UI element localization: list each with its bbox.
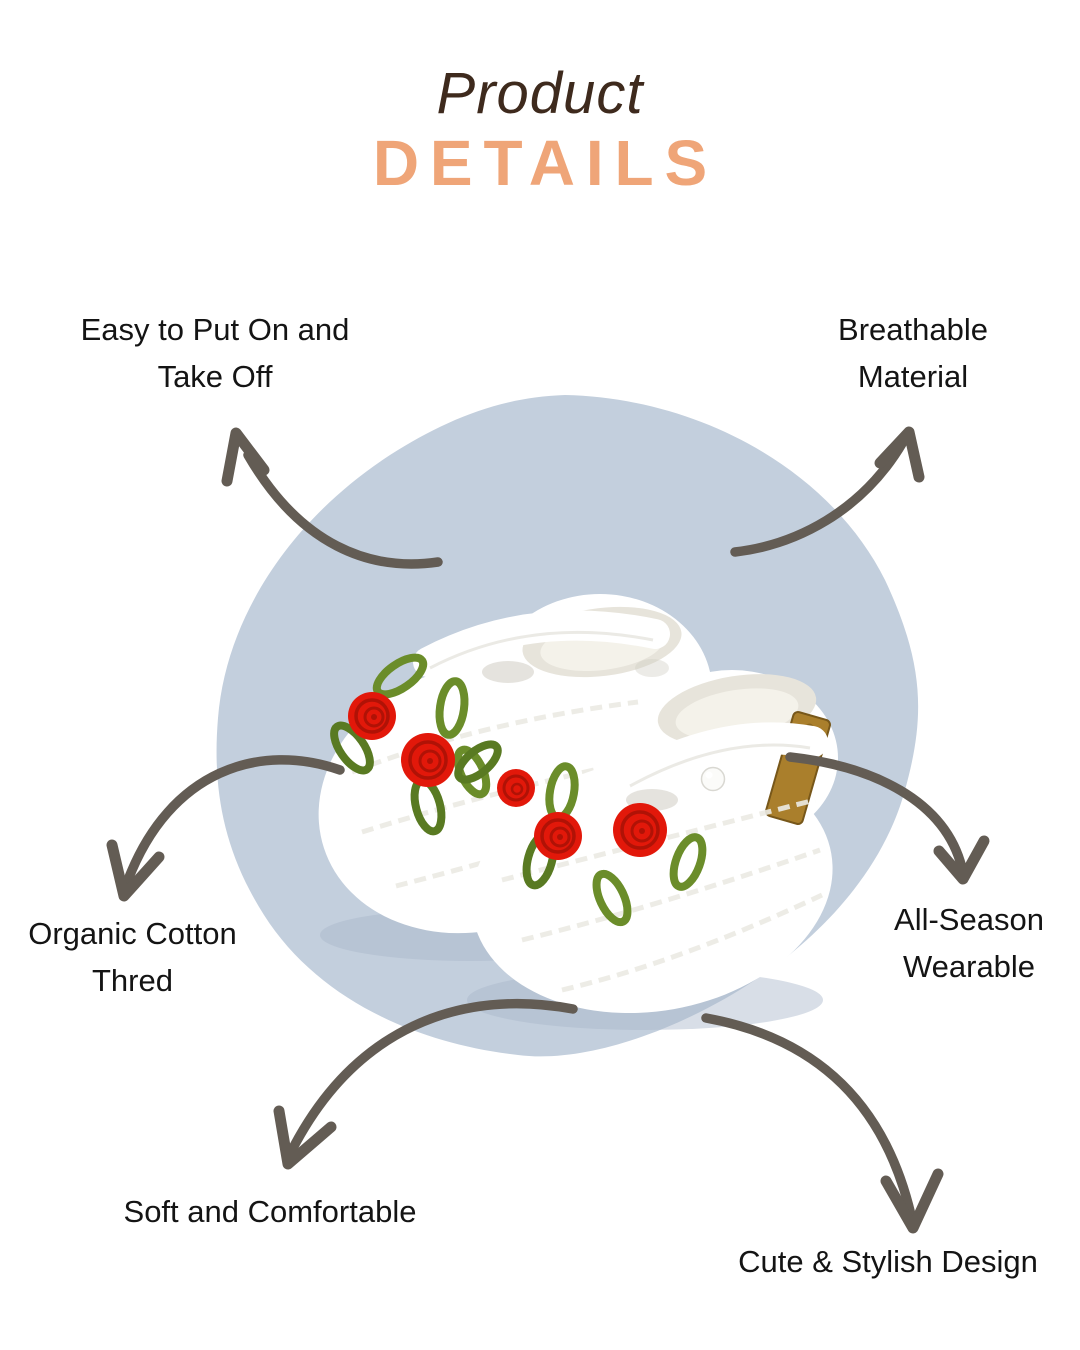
curved-arrow-icon-easy-on-off	[221, 427, 443, 569]
rose-icon	[613, 803, 667, 857]
left-bootie-strap	[413, 610, 670, 677]
rose-icon	[348, 692, 396, 740]
feature-label-easy-on-off: Easy to Put On and Take Off	[80, 312, 350, 395]
page-subtitle: DETAILS	[372, 127, 719, 199]
rose-icon	[401, 733, 455, 787]
curved-arrow-icon-breathable	[730, 426, 925, 557]
right-bootie-strap	[612, 722, 828, 796]
pearl-button-icon	[700, 766, 726, 792]
rose-icon	[534, 812, 582, 860]
feature-label-soft: Soft and Comfortable	[123, 1194, 417, 1229]
curved-arrow-icon-all-season	[785, 752, 990, 885]
curved-arrow-icon-soft	[273, 998, 578, 1170]
feature-label-cute-stylish: Cute & Stylish Design	[738, 1244, 1038, 1279]
feature-label-breathable: Breathable Material	[838, 312, 988, 395]
feature-label-all-season: All-Season Wearable	[894, 902, 1044, 985]
page-header: Product DETAILS	[0, 61, 1080, 199]
curved-arrow-icon-organic-cotton	[106, 755, 345, 902]
rosebud-icon	[497, 769, 535, 807]
page-title: Product	[436, 61, 644, 126]
curved-arrow-icon-cute-stylish	[701, 1013, 944, 1234]
feature-label-organic-cotton: Organic Cotton Thred	[28, 916, 237, 999]
